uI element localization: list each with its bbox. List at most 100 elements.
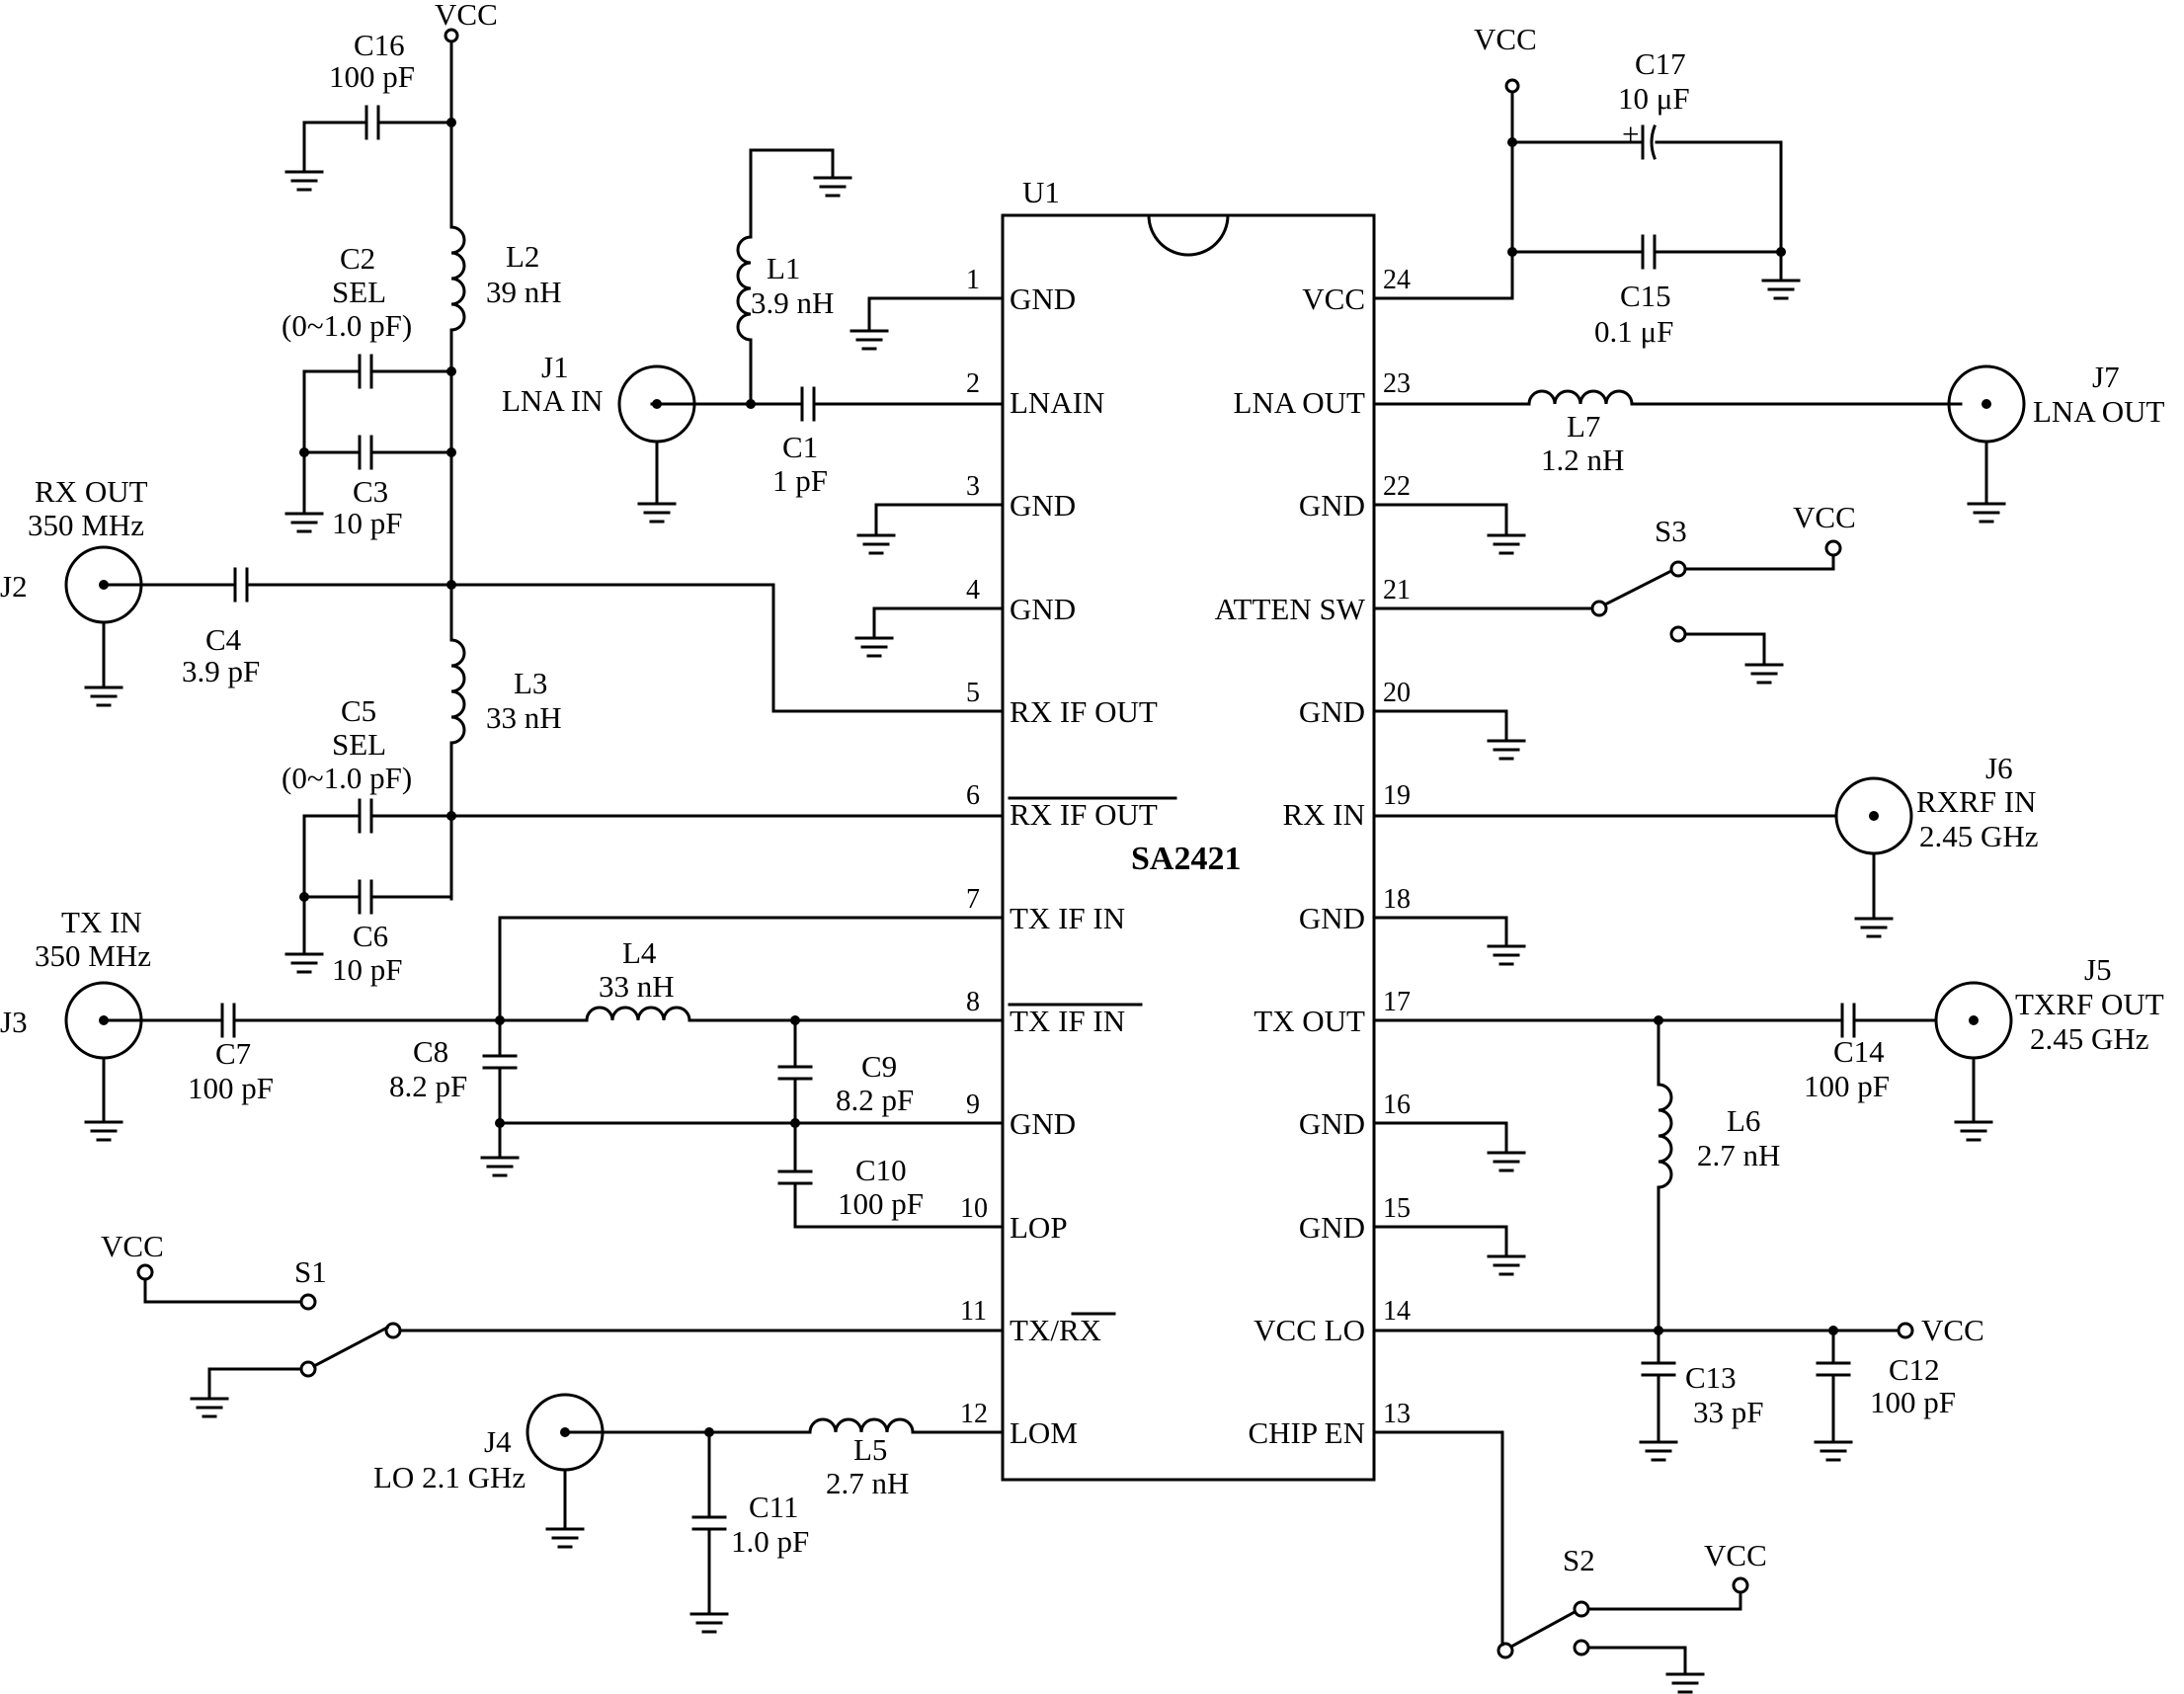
- pin-name-2: LNAIN: [1010, 385, 1104, 420]
- lo-network: [563, 1417, 1005, 1616]
- c2-sel: SEL: [332, 275, 386, 309]
- connector-j3: [64, 981, 143, 1124]
- pin-num-3: 3: [966, 471, 980, 502]
- inductor-l6: [1657, 1083, 1673, 1189]
- switch-s3: [1372, 539, 1842, 667]
- c15-ref: C15: [1620, 279, 1671, 313]
- l6-value: 2.7 nH: [1697, 1138, 1780, 1172]
- c11-ref: C11: [749, 1490, 799, 1524]
- c3-value: 10 pF: [332, 506, 403, 540]
- pin-name-13: CHIP EN: [1248, 1415, 1365, 1450]
- pin-name-4: GND: [1010, 592, 1076, 626]
- c1-ref: C1: [782, 430, 818, 464]
- connector-j6: [1834, 776, 1913, 921]
- l1-value: 3.9 nH: [751, 285, 834, 320]
- connector-j2: [64, 545, 143, 689]
- lna-in-network: [650, 148, 1005, 422]
- ic-ref: U1: [1022, 175, 1060, 209]
- c2-value: (0~1.0 pF): [282, 308, 412, 343]
- s2-vcc-label: VCC: [1704, 1538, 1767, 1573]
- vcc-terminal: [444, 28, 459, 43]
- inductor-l7: [1527, 389, 1634, 406]
- c13-value: 33 pF: [1693, 1395, 1764, 1429]
- pin-num-24: 24: [1383, 265, 1411, 295]
- c4-ref: C4: [205, 622, 242, 657]
- pin-num-14: 14: [1383, 1296, 1411, 1327]
- inductor-l1: [736, 235, 753, 342]
- c8-value: 8.2 pF: [389, 1069, 467, 1103]
- pin-name-20: GND: [1299, 694, 1365, 729]
- c10-ref: C10: [855, 1153, 907, 1187]
- j3-ref: J3: [0, 1005, 28, 1039]
- l3-ref: L3: [514, 666, 547, 700]
- j1-label: LNA IN: [502, 383, 603, 418]
- pin-name-6: RX IF OUT: [1010, 797, 1158, 832]
- pin-name-23: LNA OUT: [1234, 385, 1366, 420]
- inductor-l2: [449, 225, 466, 332]
- pin-name-8: TX IF IN: [1010, 1004, 1125, 1038]
- pin-num-13: 13: [1383, 1399, 1411, 1429]
- pin-name-5: RX IF OUT: [1010, 694, 1158, 729]
- tx-if-network: [102, 916, 1005, 1229]
- j1-ref: J1: [541, 350, 569, 384]
- ic-u1: U1 SA2421: [1001, 175, 1376, 1482]
- pin-name-21: ATTEN SW: [1215, 592, 1366, 626]
- pin-num-21: 21: [1383, 575, 1411, 605]
- pin-name-18: GND: [1299, 901, 1365, 935]
- lna-out-network: [1372, 389, 1963, 406]
- s3-ref: S3: [1655, 514, 1687, 548]
- switch-s2: [1372, 1430, 1749, 1676]
- component-labels: VCC C16 100 pF L2 39 nH C2 SEL (0~1.0 pF…: [182, 0, 1984, 1559]
- l5-value: 2.7 nH: [826, 1466, 909, 1500]
- vcc-lo-network: [1372, 1322, 1914, 1444]
- pin-num-11: 11: [960, 1296, 987, 1327]
- c5-ref: C5: [341, 693, 376, 728]
- c7-value: 100 pF: [188, 1071, 274, 1105]
- switch-labels: VCC S1 S3 VCC S2 VCC: [101, 500, 1856, 1577]
- c5-sel: SEL: [332, 727, 386, 762]
- vcc-label-lo: VCC: [1921, 1313, 1984, 1347]
- pin-num-18: 18: [1383, 884, 1411, 915]
- connector-j4: [526, 1393, 605, 1531]
- pin-numbers: 1 2 3 4 5 6 7 8 9 10 11 12 24 23 22 21 2…: [960, 265, 1411, 1429]
- pin-name-24: VCC: [1302, 282, 1365, 316]
- pin-num-1: 1: [966, 265, 980, 295]
- c5-value: (0~1.0 pF): [282, 761, 412, 795]
- j5-freq: 2.45 GHz: [2030, 1021, 2149, 1056]
- rx-if-network-top: [102, 28, 1005, 956]
- j7-ref: J7: [2092, 360, 2120, 394]
- ic-right-pin-names: VCC LNA OUT GND ATTEN SW GND RX IN GND T…: [1215, 282, 1366, 1450]
- pin-num-12: 12: [960, 1399, 988, 1429]
- connector-j5: [1934, 981, 2013, 1124]
- j4-ref: J4: [484, 1424, 512, 1459]
- pin-num-5: 5: [966, 678, 980, 708]
- pin-num-19: 19: [1383, 780, 1411, 811]
- pin-num-2: 2: [966, 368, 980, 399]
- pin-name-11: TX/RX: [1010, 1313, 1101, 1347]
- l7-value: 1.2 nH: [1541, 443, 1624, 477]
- pin-name-16: GND: [1299, 1106, 1365, 1141]
- pin-name-19: RX IN: [1282, 797, 1365, 832]
- c14-value: 100 pF: [1804, 1069, 1890, 1103]
- c4-value: 3.9 pF: [182, 654, 260, 688]
- pin-num-6: 6: [966, 780, 980, 811]
- j2-label: RX OUT: [35, 474, 148, 509]
- j2-freq: 350 MHz: [28, 508, 144, 542]
- c2-ref: C2: [340, 241, 375, 276]
- inductor-l5: [808, 1417, 915, 1434]
- c9-ref: C9: [861, 1049, 897, 1084]
- tx-out-network: [1372, 1003, 1938, 1332]
- pin-name-22: GND: [1299, 488, 1365, 523]
- c6-value: 10 pF: [332, 952, 403, 987]
- c8-ref: C8: [413, 1034, 448, 1069]
- c16-ref: C16: [354, 28, 405, 62]
- vcc-label: VCC: [435, 0, 498, 32]
- c12-ref: C12: [1889, 1352, 1940, 1387]
- pin-name-14: VCC LO: [1254, 1313, 1365, 1347]
- pin-name-7: TX IF IN: [1010, 901, 1125, 935]
- l2-value: 39 nH: [486, 275, 562, 309]
- j2-ref: J2: [0, 569, 28, 604]
- c15-value: 0.1 μF: [1594, 314, 1673, 349]
- j6-label: RXRF IN: [1916, 784, 2036, 819]
- j7-label: LNA OUT: [2033, 394, 2165, 429]
